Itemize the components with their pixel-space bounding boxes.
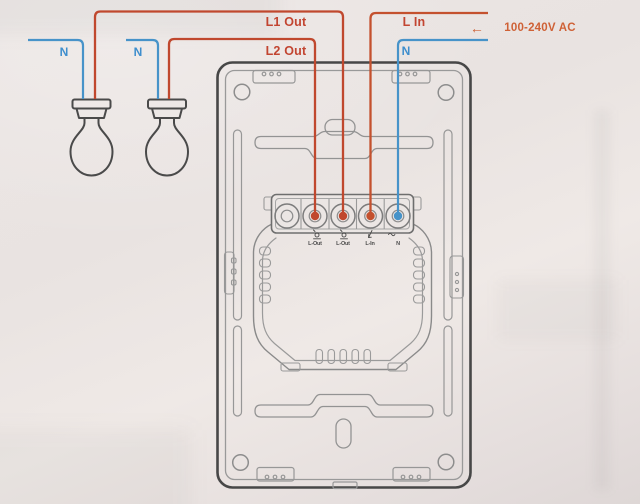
terminal-print-l-out-1: L-Out [308,241,322,247]
wire-end-l1 [338,211,348,221]
screw-hole-bottom-left [231,453,250,472]
plate-bracket-bottom [254,393,434,418]
lamp-socket-body [75,107,108,119]
terminal-icons [313,229,396,240]
side-clip-left [223,251,237,295]
module-outer-outline [252,223,433,371]
neutral-label-lamp1: N [59,45,69,59]
lamp-socket-body [151,107,183,119]
wire-neutral-lamp2 [126,38,160,99]
plate-oval-top [324,118,356,136]
neutral-icon [388,232,396,237]
terminal-print-l-in: L-In [365,241,375,247]
module-ribs-right [412,246,426,304]
neutral-label-lamp2: N [133,45,143,59]
mount-slot-bottom-right [392,466,431,482]
lamp-socket-cap [71,98,112,110]
wire-end-l2 [310,211,320,221]
module-bottom-teeth [315,348,372,365]
lamp-2 [145,98,189,177]
module-bottom-tab-left [280,362,301,372]
lamp-icon [313,229,321,240]
wire-l1-out [93,10,345,216]
lamp-icon [340,229,348,240]
wire-l2-out [167,37,317,216]
lamp-socket-cap [147,98,187,110]
module-ribs-left [258,246,272,304]
side-slot-left-upper [232,129,243,321]
plate-bracket-top [254,130,434,160]
wire-n-in [396,38,488,216]
plate-oval-bottom [335,418,352,449]
screw-hole-top-left [233,83,251,101]
screw-hole-top-right [437,83,455,102]
screw-hole-bottom-right [437,453,455,471]
arrow-in-icon [368,230,373,238]
l2-out-label: L2 Out [265,44,307,58]
mount-slot-bottom-left [256,466,295,482]
mount-slot-top-left [252,69,296,84]
wire-end-lin [366,211,375,221]
lamp-bulb [145,118,189,177]
side-slot-right-lower [443,325,453,417]
arrow-left-icon: ← [469,20,485,36]
terminal-print-l-out-2: L-Out [336,241,350,247]
l-in-label: L In [402,15,426,29]
side-slot-right-upper [443,129,453,321]
supply-voltage-label: 100-240V AC [504,22,576,34]
module-bottom-tab-right [387,362,408,372]
lamp-bulb [69,118,114,177]
module-inner-outline [261,237,424,362]
terminal-dividers [300,199,385,229]
terminal-unused [274,203,300,229]
wire-end-n [393,211,403,221]
wires [28,10,488,221]
lamp-1 [69,98,114,177]
terminal-print-n: N [396,241,400,247]
plate-bottom-notch [332,481,358,490]
switch-module [252,223,433,372]
side-slot-left-lower [232,325,243,417]
wire-neutral-lamp1 [28,38,85,99]
side-clip-right [449,255,465,299]
l1-out-label: L1 Out [265,15,307,29]
n-in-label: N [401,44,411,58]
mount-slot-top-right [391,69,431,84]
wire-l-in [369,11,488,216]
